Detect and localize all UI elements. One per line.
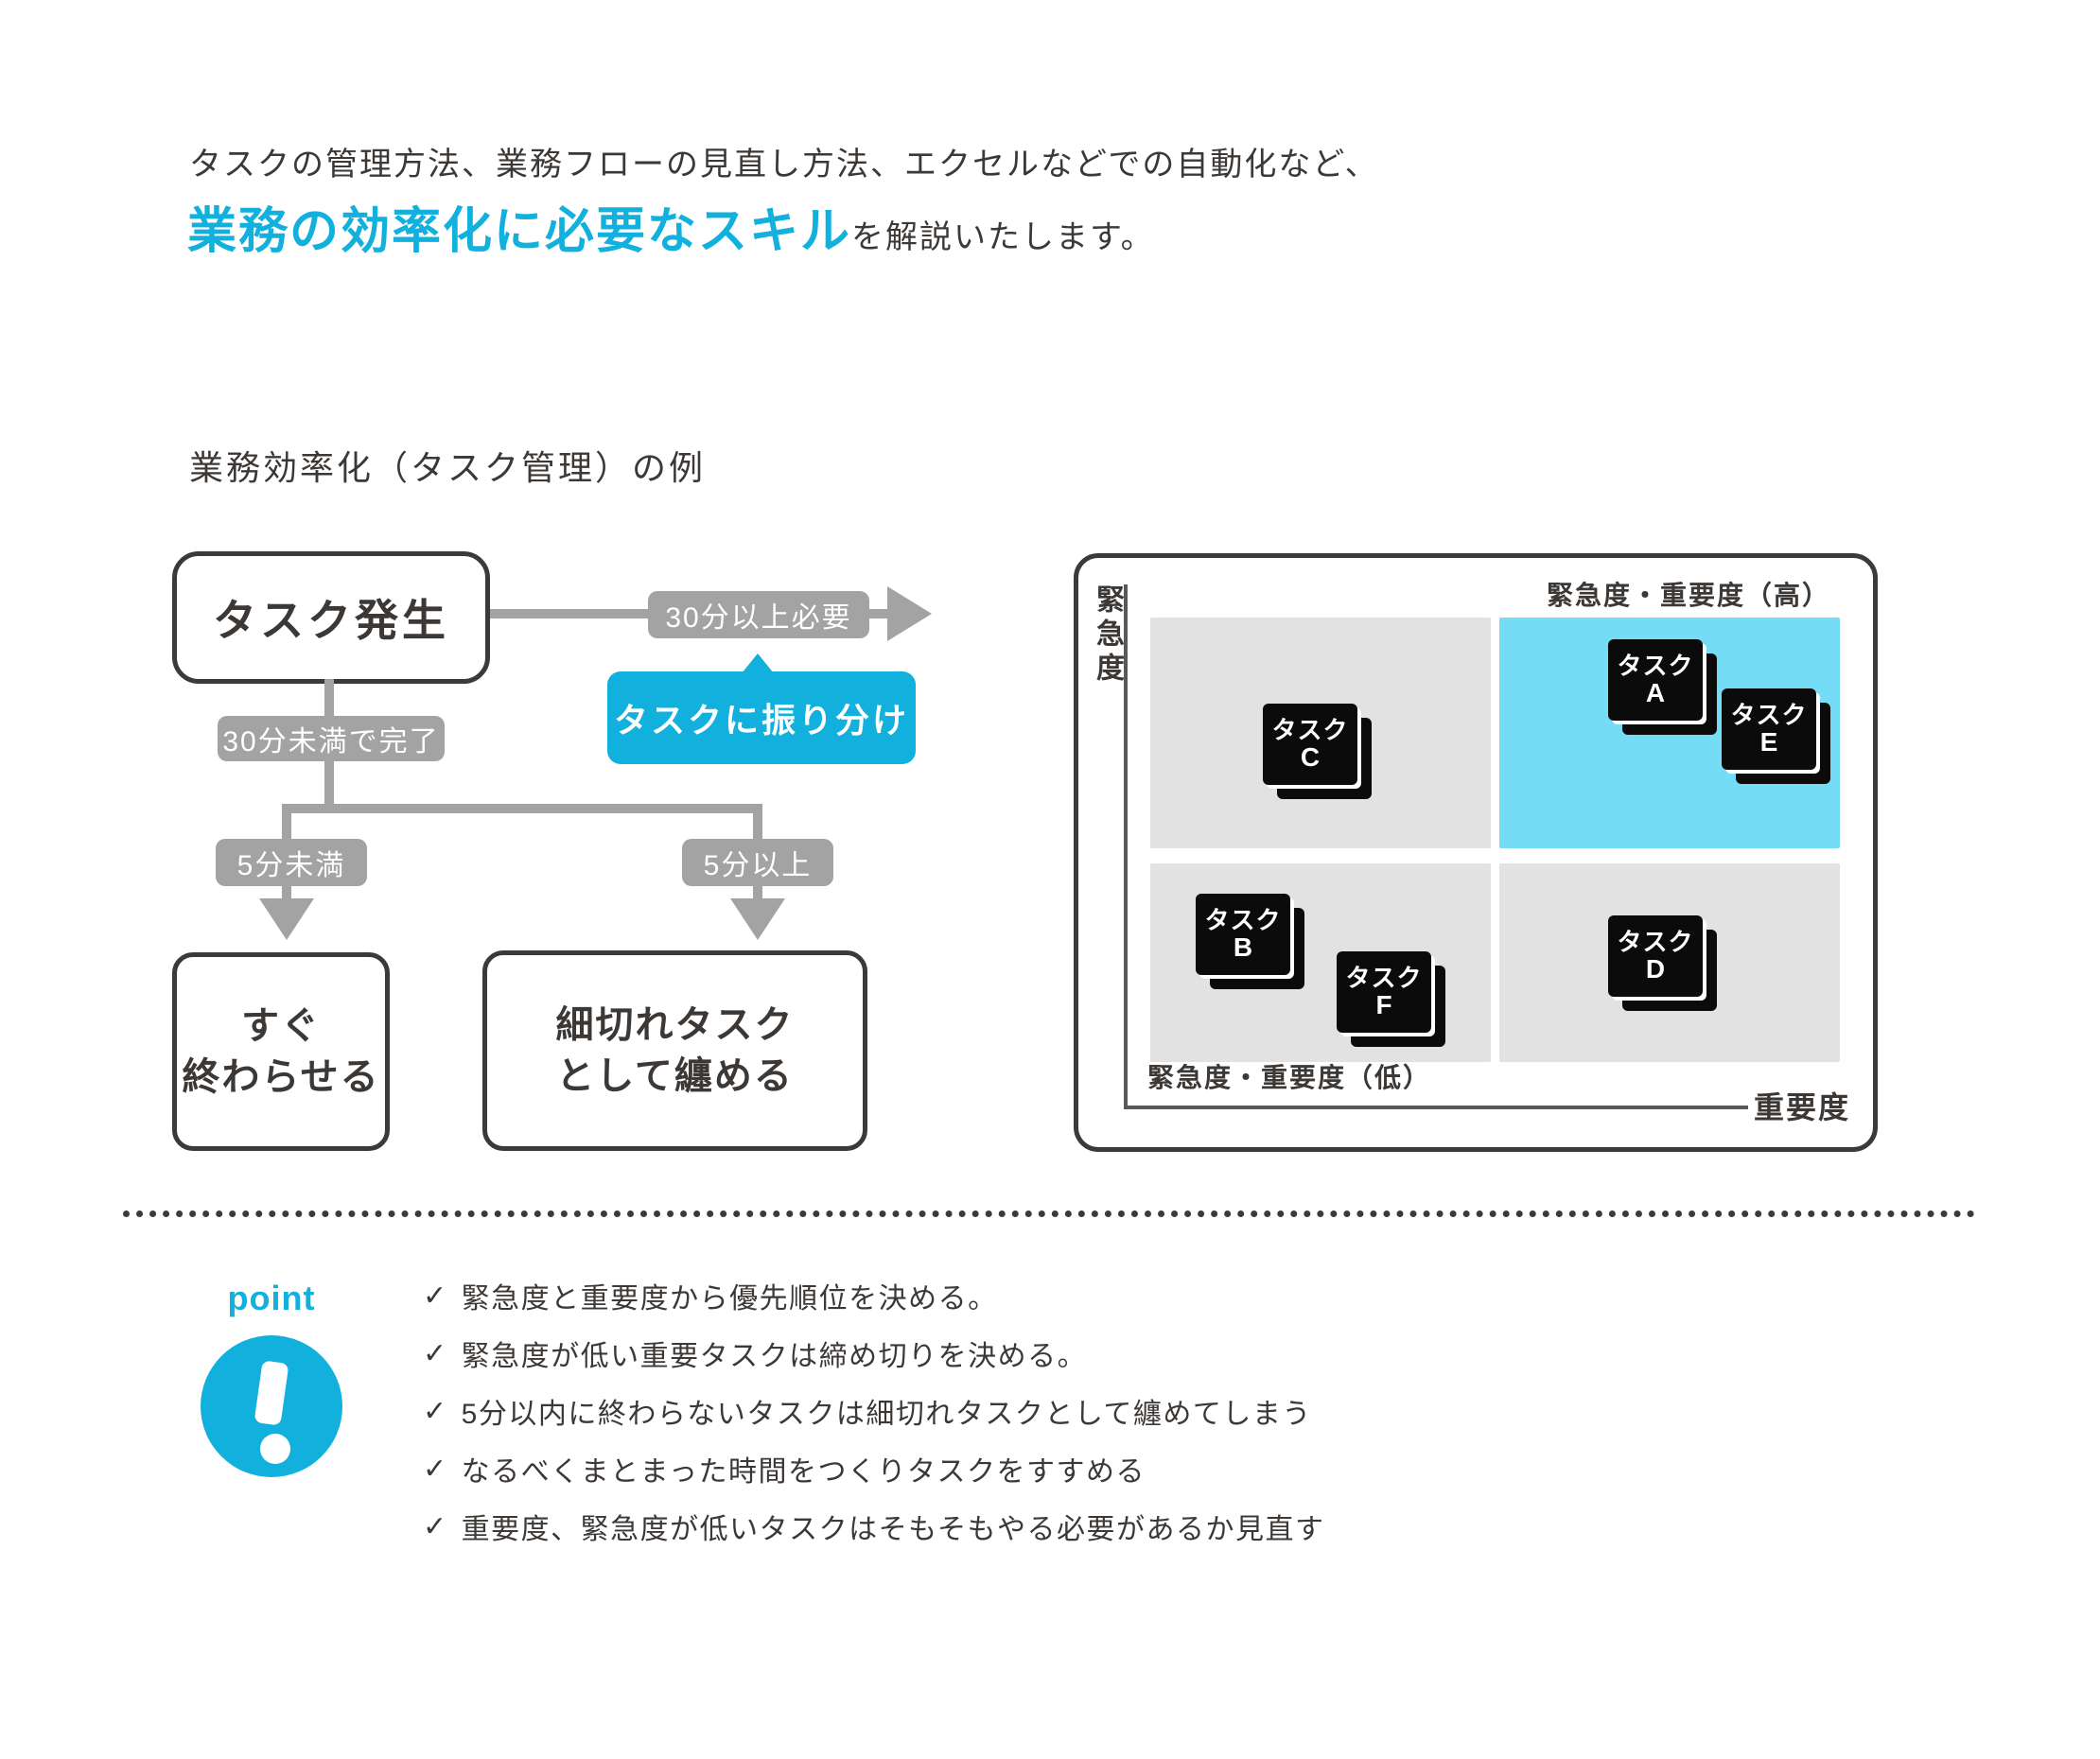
task-cube-letter: E — [1759, 726, 1778, 757]
task-cube-e: タスク E — [1722, 688, 1816, 770]
task-cube-f: タスク F — [1337, 951, 1431, 1033]
assign-callout-text: タスクに振り分け — [613, 701, 909, 740]
result-box-finish-now: すぐ 終わらせる — [172, 952, 390, 1151]
section-title: 業務効率化（タスク管理）の例 — [189, 448, 707, 487]
importance-axis-label: 重要度 — [1754, 1090, 1851, 1124]
task-cube-d: タスク D — [1608, 915, 1703, 997]
task-cube-word: タスク — [1345, 963, 1423, 992]
exclamation-icon — [201, 1335, 342, 1477]
task-cube-letter: F — [1375, 989, 1392, 1019]
checklist-item: ✓ 5分以内に終わらないタスクは細切れタスクとして纏めてしまう — [423, 1390, 1312, 1432]
arrow-down-icon — [730, 898, 785, 940]
label-over-30min: 30分以上必要 — [648, 591, 869, 638]
arrow-down-icon — [259, 898, 314, 940]
task-cube-a: タスク A — [1608, 639, 1703, 721]
result-quick-line1: すぐ — [241, 1005, 321, 1047]
flow-branch-line — [282, 804, 762, 813]
label-under-5min: 5分未満 — [216, 839, 367, 886]
quadrant-low-label: 緊急度・重要度（低） — [1147, 1063, 1432, 1092]
dotted-divider — [123, 1210, 1975, 1217]
matrix-panel: 緊急度 重要度 緊急度・重要度（高） 緊急度・重要度（低） タスク A タスク … — [1074, 553, 1878, 1152]
y-axis-line — [1124, 584, 1128, 1107]
urgency-axis-label: 緊急度 — [1092, 584, 1123, 687]
task-cube-word: タスク — [1730, 700, 1808, 729]
check-icon: ✓ — [423, 1453, 448, 1485]
checklist-item-text: 緊急度と重要度から優先順位を決める。 — [461, 1283, 998, 1315]
check-icon: ✓ — [423, 1280, 448, 1312]
task-start-label: タスク発生 — [213, 596, 449, 645]
check-icon: ✓ — [423, 1510, 448, 1542]
intro-headline: 業務の効率化に必要なスキル を解説いたします。 — [187, 191, 1155, 262]
result-quick-line2: 終わらせる — [182, 1056, 380, 1098]
checklist-item: ✓ 緊急度と重要度から優先順位を決める。 — [423, 1275, 998, 1316]
checklist-item-text: 緊急度が低い重要タスクは締め切りを決める。 — [461, 1341, 1088, 1372]
task-cube-letter: A — [1645, 677, 1666, 707]
label-over-5min-text: 5分以上 — [703, 850, 813, 881]
assign-callout: タスクに振り分け — [607, 653, 916, 764]
label-over-5min: 5分以上 — [682, 839, 833, 886]
check-icon: ✓ — [423, 1395, 448, 1427]
intro-highlight: 業務の効率化に必要なスキル — [187, 204, 852, 259]
task-cube-word: タスク — [1204, 905, 1282, 934]
task-start-box: タスク発生 — [172, 551, 490, 684]
point-badge: point — [227, 1279, 316, 1317]
intro-suffix: を解説いたします。 — [851, 219, 1155, 255]
task-cube-c: タスク C — [1263, 704, 1357, 785]
task-cube-word: タスク — [1617, 651, 1694, 680]
result-bundle-line1: 細切れタスク — [555, 1004, 795, 1046]
label-under-30min-text: 30分未満で完了 — [222, 726, 440, 758]
result-box-bundle-tasks: 細切れタスク として纏める — [482, 950, 867, 1151]
exclamation-bar — [254, 1360, 289, 1426]
result-bundle-line2: として纏める — [556, 1055, 794, 1097]
arrow-right-icon — [887, 586, 932, 641]
checklist-item-text: なるべくまとまった時間をつくりタスクをすすめる — [461, 1456, 1146, 1488]
task-cube-word: タスク — [1271, 715, 1349, 744]
task-cube-b: タスク B — [1196, 894, 1290, 975]
task-cube-letter: D — [1645, 953, 1666, 984]
checklist-item: ✓ なるべくまとまった時間をつくりタスクをすすめる — [423, 1448, 1146, 1489]
checklist-item-text: 重要度、緊急度が低いタスクはそもそもやる必要があるか見直す — [461, 1514, 1325, 1545]
check-icon: ✓ — [423, 1337, 448, 1369]
label-under-30min: 30分未満で完了 — [218, 716, 445, 761]
task-cube-word: タスク — [1617, 927, 1694, 956]
label-over-30min-text: 30分以上必要 — [665, 602, 852, 634]
task-cube-letter: C — [1300, 741, 1321, 772]
task-cube-letter: B — [1233, 932, 1253, 962]
checklist-item: ✓ 重要度、緊急度が低いタスクはそもそもやる必要があるか見直す — [423, 1506, 1325, 1547]
intro-line: タスクの管理方法、業務フローの見直し方法、エクセルなどでの自動化など、 — [189, 147, 1379, 183]
quadrant-high-label: 緊急度・重要度（高） — [1546, 581, 1830, 610]
x-axis-line — [1124, 1106, 1748, 1109]
checklist-item: ✓ 緊急度が低い重要タスクは締め切りを決める。 — [423, 1332, 1087, 1374]
label-under-5min-text: 5分未満 — [236, 850, 346, 881]
exclamation-dot — [260, 1434, 290, 1464]
checklist-item-text: 5分以内に終わらないタスクは細切れタスクとして纏めてしまう — [461, 1399, 1312, 1430]
